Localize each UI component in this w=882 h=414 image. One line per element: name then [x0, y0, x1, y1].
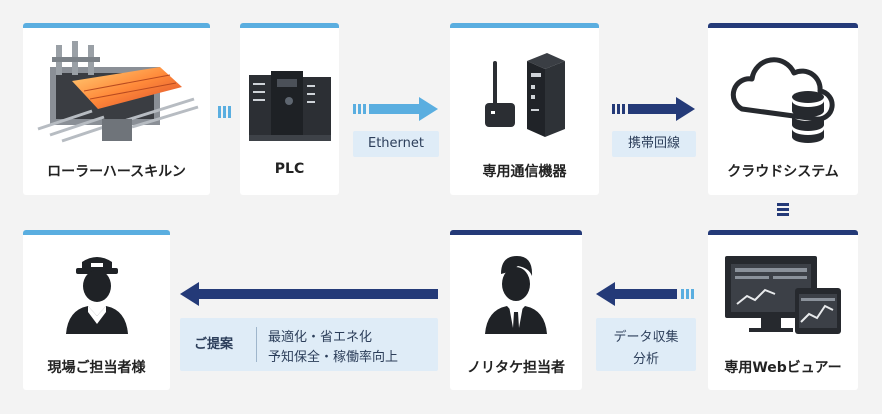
- proposal-arrow: [180, 282, 438, 306]
- communication-device-icon: [450, 49, 599, 145]
- customer-label: 現場ご担当者様: [47, 360, 146, 376]
- kiln-card: ローラーハースキルン: [23, 23, 210, 195]
- kiln-label: ローラーハースキルン: [47, 164, 186, 180]
- proposal-line1: 最適化・省エネ化: [268, 330, 373, 345]
- collect-label: データ収集 分析: [596, 318, 696, 371]
- card-accent-bar: [240, 23, 339, 28]
- ethernet-arrow: [353, 97, 439, 121]
- proposal-box: ご提案 最適化・省エネ化 予知保全・稼働率向上: [180, 318, 438, 371]
- card-accent-bar: [23, 230, 170, 235]
- divider: [256, 327, 257, 362]
- noritake-label: ノリタケ担当者: [467, 360, 565, 376]
- engineer-icon: [450, 248, 582, 338]
- collect-line1: データ収集: [613, 330, 679, 345]
- connector-dashes: [218, 103, 232, 118]
- viewer-card: 専用Webビュアー: [708, 230, 858, 390]
- card-accent-bar: [450, 23, 599, 28]
- mobile-arrow: [612, 97, 696, 121]
- collect-line2: 分析: [632, 352, 659, 367]
- mobile-label: 携帯回線: [612, 131, 696, 157]
- card-accent-bar: [708, 23, 858, 28]
- noritake-card: ノリタケ担当者: [450, 230, 582, 390]
- device-label: 専用通信機器: [482, 164, 567, 180]
- cloud-label: クラウドシステム: [727, 164, 839, 180]
- cloud-database-icon: [708, 51, 858, 147]
- collect-arrow: [596, 282, 696, 306]
- viewer-label: 専用Webビュアー: [724, 360, 842, 376]
- proposal-line2: 予知保全・稼働率向上: [268, 350, 399, 365]
- plc-icon: [240, 69, 339, 149]
- plc-label: PLC: [274, 161, 305, 177]
- connector-dashes-vertical: [777, 203, 789, 219]
- kiln-icon: [23, 37, 210, 149]
- customer-card: 現場ご担当者様: [23, 230, 170, 390]
- plc-card: PLC: [240, 23, 339, 195]
- web-viewer-icon: [708, 252, 858, 342]
- card-accent-bar: [708, 230, 858, 235]
- ethernet-label: Ethernet: [353, 131, 439, 157]
- cloud-card: クラウドシステム: [708, 23, 858, 195]
- worker-icon: [23, 248, 170, 338]
- proposal-head: ご提案: [194, 337, 234, 352]
- device-card: 専用通信機器: [450, 23, 599, 195]
- card-accent-bar: [450, 230, 582, 235]
- card-accent-bar: [23, 23, 210, 28]
